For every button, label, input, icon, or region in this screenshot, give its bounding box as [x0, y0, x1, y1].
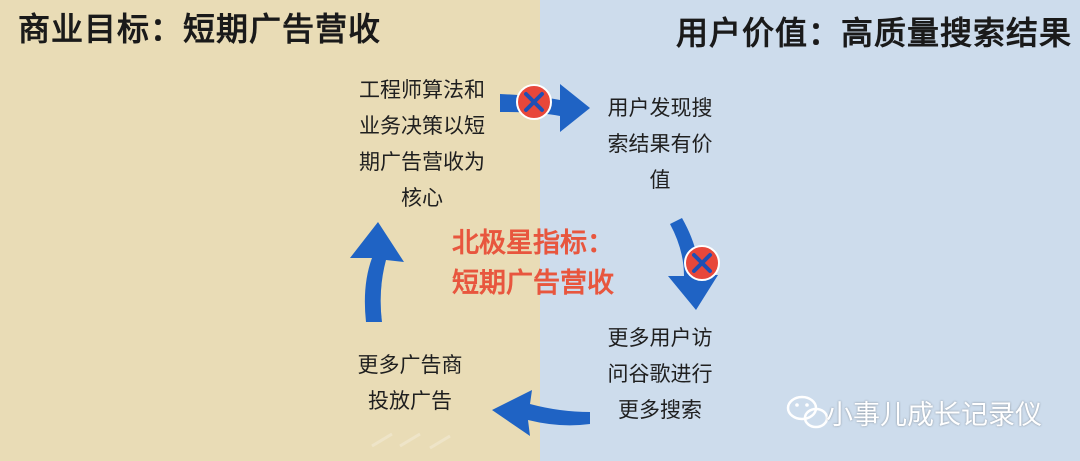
user-value-panel: [540, 0, 1080, 461]
arrow-left: [350, 222, 404, 322]
user-value-title: 用户价值：高质量搜索结果: [675, 14, 1072, 52]
business-goal-panel: [0, 0, 540, 461]
watermark-icon-spacer: [782, 398, 818, 428]
node-users-find-value: 用户发现搜 索结果有价 值: [607, 96, 713, 192]
watermark: 小事儿成长记录仪: [782, 393, 1042, 432]
block-marker-right-icon: [684, 245, 720, 281]
north-star-metric: 北极星指标： 短期广告营收: [452, 228, 614, 299]
watermark-text: 小事儿成长记录仪: [826, 400, 1042, 431]
business-goal-title: 商业目标：短期广告营收: [18, 10, 382, 48]
arrow-bottom: [492, 390, 590, 436]
block-marker-top-icon: [516, 84, 552, 120]
faint-background-marks: [371, 432, 451, 450]
node-more-searches: 更多用户访 问谷歌进行 更多搜索: [607, 326, 713, 422]
node-more-advertisers: 更多广告商 投放广告: [357, 353, 463, 413]
wechat-icon: [786, 395, 829, 429]
node-engineering-decisions: 工程师算法和 业务决策以短 期广告营收为 核心: [359, 78, 485, 210]
